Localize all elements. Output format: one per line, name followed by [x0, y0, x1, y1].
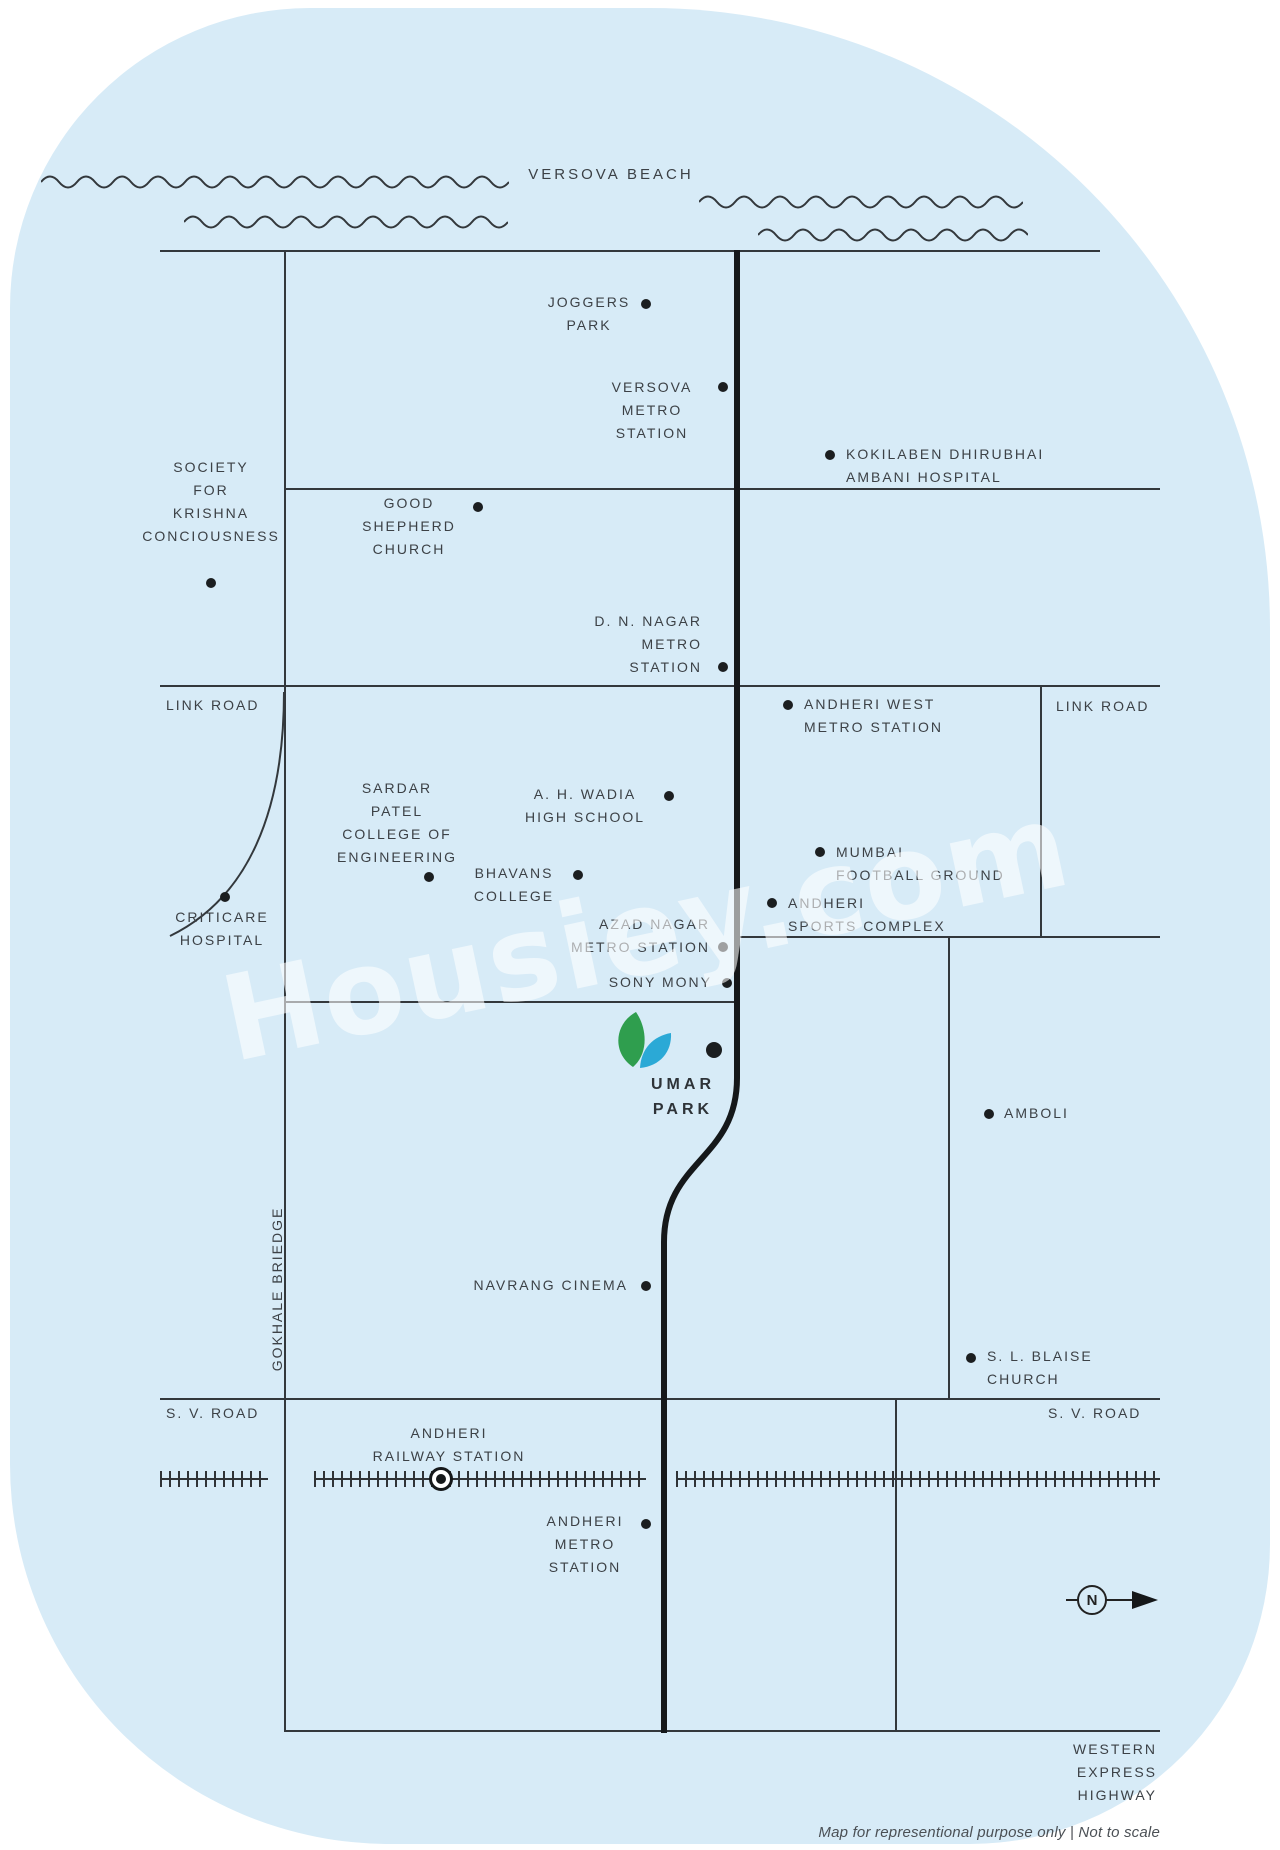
sea-wave-icon [758, 228, 1028, 242]
dot-joggers-park [641, 299, 651, 309]
railway-track [314, 1471, 646, 1487]
landmark-label-andheri-metro-station: ANDHERI METRO STATION [546, 1513, 624, 1575]
beach-label: VERSOVA BEACH [528, 166, 694, 183]
dot-umar-park [706, 1042, 722, 1058]
map-disclaimer: Map for representional purpose only | No… [818, 1824, 1160, 1841]
road-vertical-right-mid [948, 936, 950, 1398]
road-horizontal-left [284, 1001, 737, 1003]
landmark-label-bhavans-college: BHAVANS COLLEGE [473, 865, 555, 904]
dot-navrang-cinema [641, 1281, 651, 1291]
dot-dn-nagar-metro-station [718, 662, 728, 672]
dot-andheri-metro-station [641, 1519, 651, 1529]
dot-criticare-hospital [220, 892, 230, 902]
dot-sony-mony [722, 978, 732, 988]
railway-track [160, 1471, 268, 1487]
landmark-label-good-shepherd-church: GOOD SHEPHERD CHURCH [362, 495, 456, 557]
landmark-label-kokilaben-hospital: KOKILABEN DHIRUBHAI AMBANI HOSPITAL [846, 446, 1045, 485]
road-western-express-highway [284, 1730, 1160, 1732]
dot-ah-wadia-high-school [664, 791, 674, 801]
sea-wave-icon [41, 175, 509, 189]
umar-park-logo [618, 1012, 672, 1068]
north-arrow-icon: N [1066, 1585, 1158, 1615]
sea-wave-icon [699, 195, 1023, 209]
road-label-sv-road-left: S. V. ROAD [166, 1405, 260, 1421]
leaf-blue-icon [640, 1033, 672, 1068]
landmark-label-sony-mony: SONY MONY [608, 974, 712, 990]
railway-station-icon [429, 1467, 453, 1491]
sea-wave-icon [184, 215, 508, 229]
railway-track [676, 1471, 1160, 1487]
road-gokhale-bridge [284, 250, 286, 1732]
landmark-label-mumbai-football-ground: MUMBAI FOOTBALL GROUND [836, 844, 1005, 883]
landmark-label-andheri-west-metro-station: ANDHERI WEST METRO STATION [804, 696, 944, 735]
dot-society-for-krishna [206, 578, 216, 588]
dot-sl-blaise-church [966, 1353, 976, 1363]
road-vertical-right-upper [1040, 685, 1042, 936]
landmark-label-sardar-patel-college: SARDAR PATEL COLLEGE OF ENGINEERING [336, 780, 458, 865]
road-label-western-express-highway: WESTERN EXPRESS HIGHWAY [1073, 1741, 1157, 1803]
road-label-link-road-right: LINK ROAD [1056, 698, 1150, 714]
dot-mumbai-football-ground [815, 847, 825, 857]
dot-bhavans-college [573, 870, 583, 880]
road-vertical-right-lower [895, 1398, 897, 1730]
road-coastline [160, 250, 1100, 252]
landmark-label-criticare-hospital: CRITICARE HOSPITAL [175, 909, 269, 948]
dot-andheri-sports-complex [767, 898, 777, 908]
dot-andheri-west-metro-station [783, 700, 793, 710]
dot-good-shepherd-church [473, 502, 483, 512]
road-label-gokhale-bridge: GOKHALE BRIEDGE [269, 1206, 285, 1372]
landmark-label-amboli: AMBOLI [1004, 1105, 1069, 1121]
road-sv-road [160, 1398, 1160, 1400]
dot-kokilaben-hospital [825, 450, 835, 460]
landmark-label-society-for-krishna: SOCIETY FOR KRISHNA CONCIOUSNESS [142, 459, 280, 544]
dot-versova-metro-station [718, 382, 728, 392]
road-label-sv-road-right: S. V. ROAD [1048, 1405, 1142, 1421]
dot-sardar-patel-college [424, 872, 434, 882]
road-link-road [160, 685, 1160, 687]
leaf-green-icon [618, 1012, 645, 1067]
landmark-label-andheri-sports-complex: ANDHERI SPORTS COMPLEX [788, 895, 946, 934]
project-name-label: UMAR PARK [651, 1076, 715, 1118]
landmark-label-ah-wadia-high-school: A. H. WADIA HIGH SCHOOL [524, 786, 646, 825]
road-label-link-road-left: LINK ROAD [166, 697, 260, 713]
landmark-label-azad-nagar-metro-station: AZAD NAGAR METRO STATION [570, 916, 710, 955]
landmark-label-navrang-cinema: NAVRANG CINEMA [473, 1277, 628, 1293]
landmark-label-andheri-railway-station: ANDHERI RAILWAY STATION [372, 1425, 526, 1464]
landmark-label-joggers-park: JOGGERS PARK [547, 294, 631, 333]
dot-amboli [984, 1109, 994, 1119]
north-letter: N [1087, 1592, 1098, 1609]
dot-azad-nagar-metro-station [718, 942, 728, 952]
landmark-label-sl-blaise-church: S. L. BLAISE CHURCH [987, 1348, 1093, 1387]
landmark-label-dn-nagar-metro-station: D. N. NAGAR METRO STATION [594, 613, 702, 675]
landmark-label-versova-metro-station: VERSOVA METRO STATION [611, 379, 693, 441]
